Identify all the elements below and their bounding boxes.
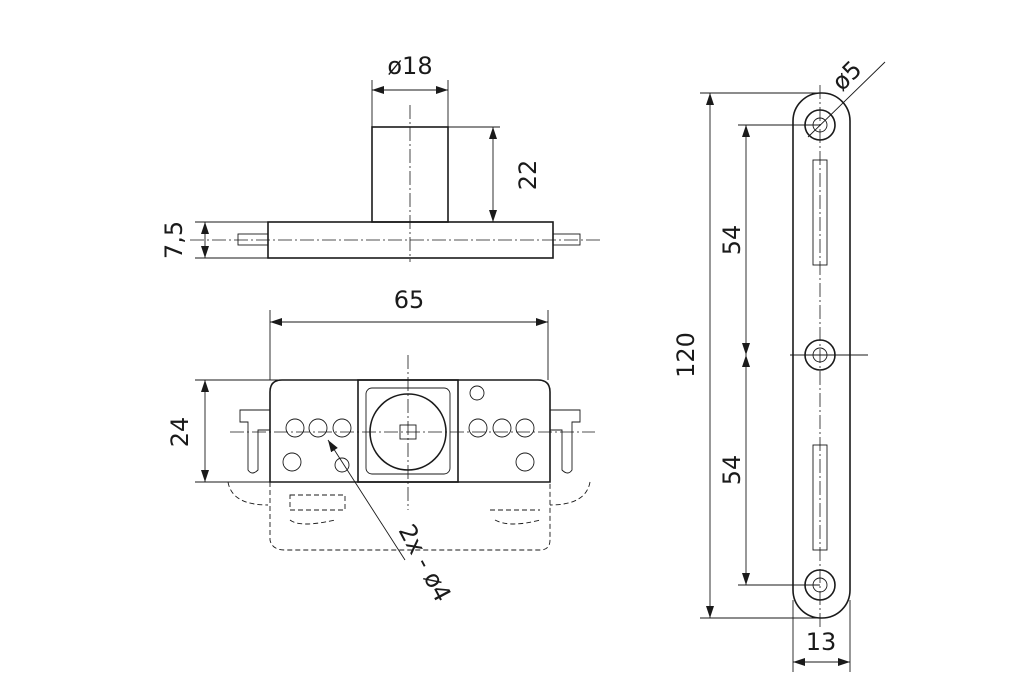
front-view: 65 24 2x - ø4 (166, 286, 595, 606)
length-120-label: 120 (672, 332, 700, 378)
height-24-label: 24 (166, 417, 194, 448)
width-13-label: 13 (806, 628, 837, 656)
holes-2x-4-label: 2x - ø4 (393, 520, 457, 607)
spacing-lower-54-label: 54 (718, 455, 746, 486)
top-view: ø18 22 7,5 (160, 52, 600, 262)
width-65-label: 65 (394, 286, 425, 314)
diameter-18-label: ø18 (387, 52, 432, 80)
thickness-7-5-label: 7,5 (160, 221, 188, 259)
height-22-label: 22 (514, 160, 542, 191)
spacing-upper-54-label: 54 (718, 225, 746, 256)
hole-diameter-5-label: ø5 (826, 55, 867, 96)
side-view: ø5 120 54 54 13 (672, 55, 886, 672)
